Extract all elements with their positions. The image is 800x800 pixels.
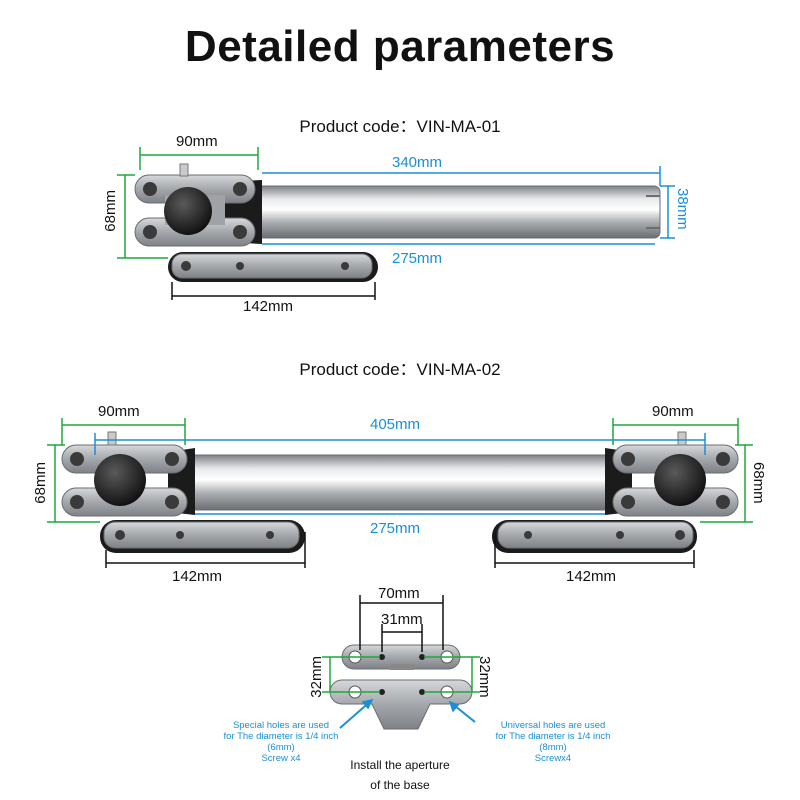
dim-base-inner-spacing: 31mm [381, 611, 423, 628]
dim-p1-mount-height: 68mm [102, 190, 119, 232]
ball-joint-2-right [654, 454, 706, 506]
note-universal-holes: Universal holes are used for The diamete… [478, 720, 628, 764]
dim-p1-mount-width: 90mm [176, 133, 218, 150]
dim-p1-tube-length: 340mm [392, 154, 443, 171]
note-special-line-3: (6mm) [267, 742, 295, 753]
dim-p2-base-length-right: 142mm [566, 568, 617, 585]
note-special-holes: Special holes are used for The diameter … [206, 720, 356, 764]
dim-base-height-left: 32mm [308, 656, 325, 698]
dim-p1-inner-length: 275mm [392, 250, 443, 267]
dim-p2-mount-height-left: 68mm [32, 462, 49, 504]
note-universal-line-3: (8mm) [539, 742, 567, 753]
dim-p2-tube-length: 405mm [370, 416, 421, 433]
base-detail-dimensions [322, 595, 480, 729]
product-1-dimensions [117, 147, 675, 300]
dim-base-outer-spacing: 70mm [378, 585, 420, 602]
note-special-line-4: Screw x4 [261, 753, 301, 764]
install-caption: Install the aperture of the base [320, 755, 480, 795]
product-code-1: Product code：VIN-MA-01 [299, 117, 501, 136]
dim-p2-mount-height-right: 68mm [750, 462, 767, 504]
note-special-line-1: Special holes are used [232, 720, 330, 731]
ball-joint-1 [164, 187, 212, 235]
dim-p2-inner-length: 275mm [370, 520, 421, 537]
product-1-drawing [134, 163, 661, 282]
ball-joint-2-left [94, 454, 146, 506]
dim-p2-mount-width-right: 90mm [652, 403, 694, 420]
note-universal-line-2: for The diameter is 1/4 inch [495, 731, 611, 742]
dim-p1-base-length: 142mm [243, 298, 294, 315]
product-2-drawing [61, 431, 739, 553]
dim-p2-mount-width-left: 90mm [98, 403, 140, 420]
dim-p2-base-length-left: 142mm [172, 568, 223, 585]
dim-p1-tube-diameter: 38mm [674, 188, 691, 230]
product-2-dimensions [47, 418, 753, 568]
note-special-line-2: for The diameter is 1/4 inch [223, 731, 339, 742]
tube-2 [179, 454, 621, 511]
install-caption-line-2: of the base [370, 778, 430, 792]
tube-1 [239, 185, 661, 239]
tube-end-notch [646, 195, 660, 229]
dim-base-height-right: 32mm [476, 656, 493, 698]
install-caption-line-1: Install the aperture [350, 758, 450, 772]
note-universal-line-4: Screwx4 [534, 753, 572, 764]
product-code-2: Product code：VIN-MA-02 [299, 360, 501, 379]
note-universal-line-1: Universal holes are used [500, 720, 606, 731]
page-title: Detailed parameters [184, 22, 616, 71]
